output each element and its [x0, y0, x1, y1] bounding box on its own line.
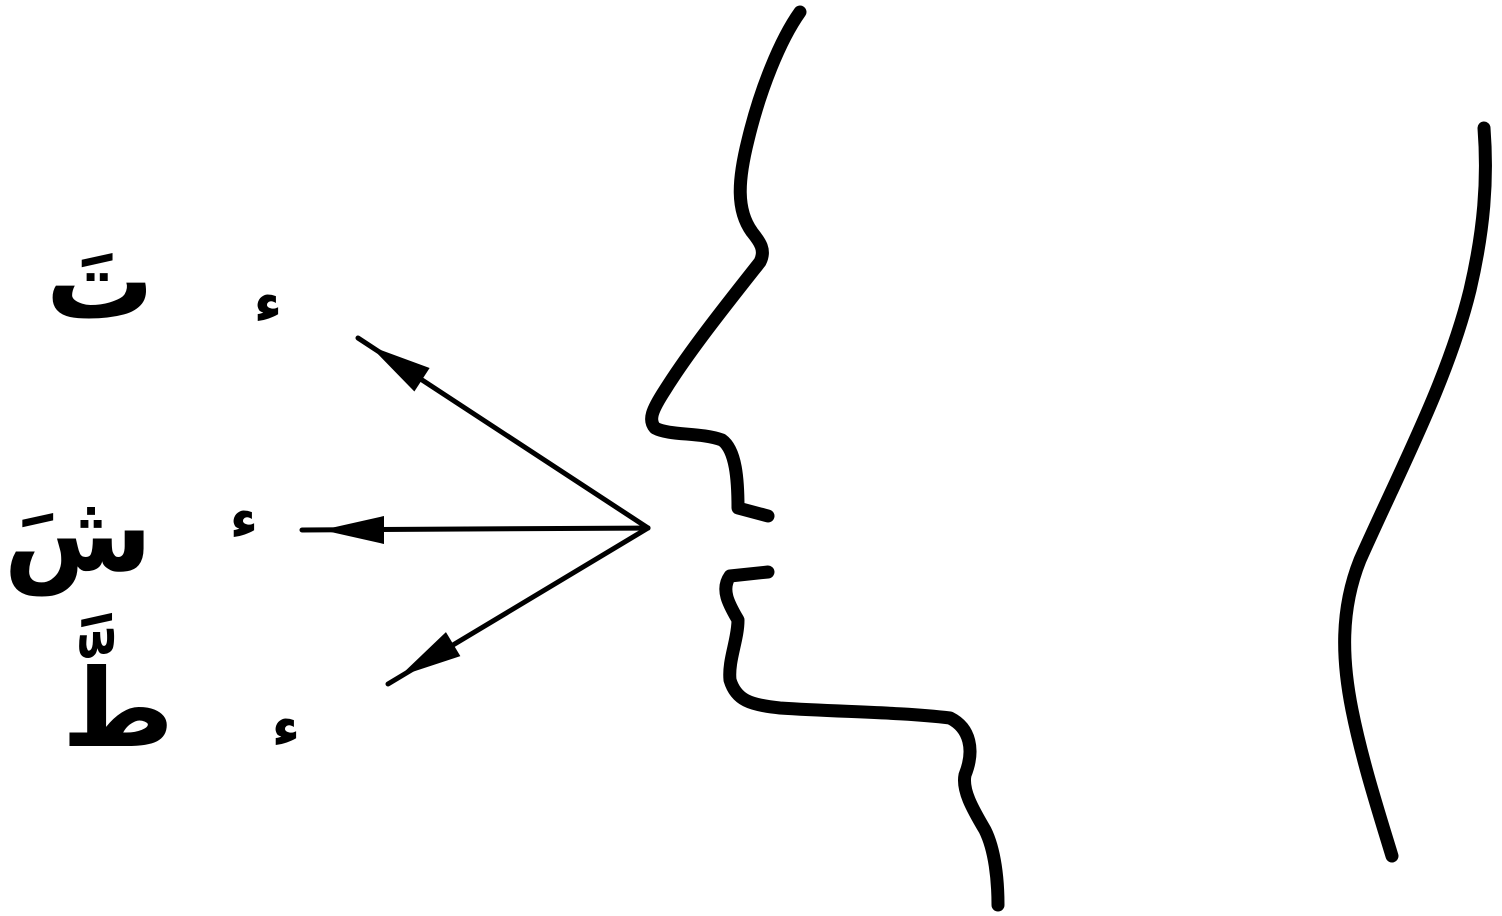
label-middle-letter: شَ: [3, 471, 152, 596]
back-of-head-contour: [1345, 128, 1486, 856]
label-middle-hamza: ء: [230, 487, 259, 552]
face-profile-upper: [652, 12, 800, 516]
arrow-up-left-head: [362, 334, 429, 391]
label-bottom-hamza: ء: [272, 695, 301, 760]
face-profile-lower: [726, 572, 998, 905]
label-top-hamza: ء: [254, 271, 283, 336]
arrow-left-head: [322, 516, 384, 544]
arrow-down-left-head: [393, 632, 461, 688]
label-bottom-letter: طَّ: [62, 612, 174, 772]
label-top-letter: تَ: [46, 219, 155, 344]
